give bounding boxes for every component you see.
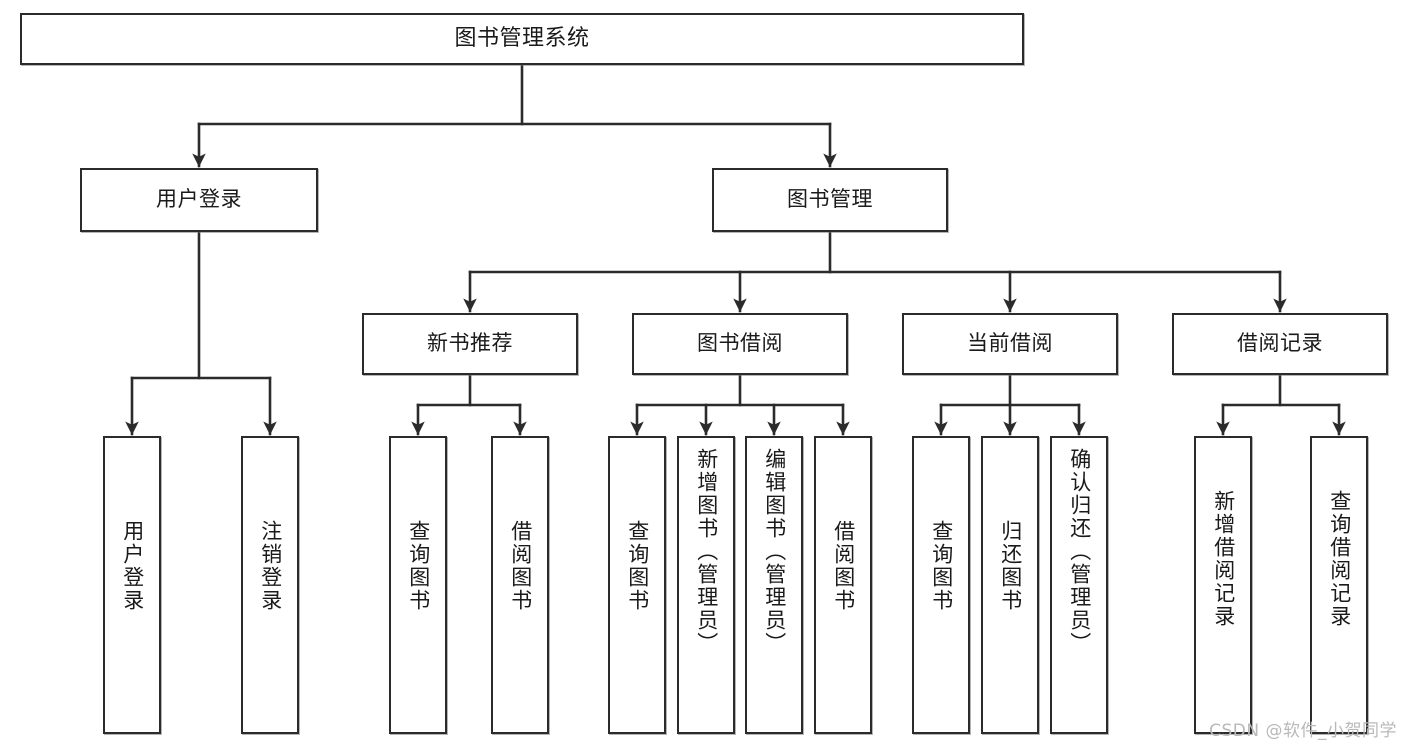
node-leaf-book-borrow-add[interactable]: 新增图书（管理员）: [677, 436, 735, 734]
node-leaf-book-borrow-edit-label: 编辑图书（管理员）: [762, 448, 787, 655]
node-new-book-recommendation[interactable]: 新书推荐: [362, 313, 578, 375]
node-root-book-management-system[interactable]: 图书管理系统: [20, 13, 1024, 65]
node-leaf-new-book-query[interactable]: 查询图书: [389, 436, 447, 734]
node-leaf-book-borrow-borrow-label: 借阅图书: [831, 520, 856, 612]
node-current-borrowing[interactable]: 当前借阅: [902, 313, 1118, 375]
node-borrowing-record[interactable]: 借阅记录: [1172, 313, 1388, 375]
node-book-management-label: 图书管理: [787, 187, 873, 212]
node-leaf-book-borrow-add-label: 新增图书（管理员）: [694, 448, 719, 655]
node-current-borrowing-label: 当前借阅: [967, 331, 1053, 356]
node-leaf-book-borrow-query-label: 查询图书: [625, 520, 650, 612]
node-book-management[interactable]: 图书管理: [712, 168, 948, 232]
node-leaf-record-query[interactable]: 查询借阅记录: [1310, 436, 1368, 734]
node-leaf-book-borrow-query[interactable]: 查询图书: [608, 436, 666, 734]
node-leaf-book-borrow-borrow[interactable]: 借阅图书: [814, 436, 872, 734]
node-new-book-recommendation-label: 新书推荐: [427, 331, 513, 356]
node-leaf-current-borrow-query-label: 查询图书: [929, 520, 954, 612]
node-user-login-label: 用户登录: [156, 187, 242, 212]
node-leaf-record-query-label: 查询借阅记录: [1327, 490, 1352, 628]
node-leaf-record-add[interactable]: 新增借阅记录: [1194, 436, 1252, 734]
node-leaf-user-login-signout[interactable]: 注销登录: [241, 436, 299, 734]
node-leaf-record-add-label: 新增借阅记录: [1211, 490, 1236, 628]
watermark-text: CSDN @软件_小贺同学: [1209, 721, 1397, 741]
node-leaf-user-login-signin[interactable]: 用户登录: [103, 436, 161, 734]
node-leaf-current-borrow-return[interactable]: 归还图书: [981, 436, 1039, 734]
node-leaf-user-login-signin-label: 用户登录: [120, 520, 145, 612]
node-leaf-new-book-borrow[interactable]: 借阅图书: [491, 436, 549, 734]
node-leaf-current-borrow-return-label: 归还图书: [998, 520, 1023, 612]
node-leaf-user-login-signout-label: 注销登录: [258, 520, 283, 612]
node-leaf-current-borrow-confirm-return[interactable]: 确认归还（管理员）: [1050, 436, 1108, 734]
node-leaf-current-borrow-confirm-return-label: 确认归还（管理员）: [1067, 448, 1092, 655]
node-book-borrowing[interactable]: 图书借阅: [632, 313, 848, 375]
node-user-login[interactable]: 用户登录: [80, 168, 318, 232]
node-root-label: 图书管理系统: [454, 25, 590, 51]
node-leaf-book-borrow-edit[interactable]: 编辑图书（管理员）: [745, 436, 803, 734]
node-leaf-current-borrow-query[interactable]: 查询图书: [912, 436, 970, 734]
node-leaf-new-book-query-label: 查询图书: [406, 520, 431, 612]
node-leaf-new-book-borrow-label: 借阅图书: [508, 520, 533, 612]
node-book-borrowing-label: 图书借阅: [697, 331, 783, 356]
node-borrowing-record-label: 借阅记录: [1237, 331, 1323, 356]
